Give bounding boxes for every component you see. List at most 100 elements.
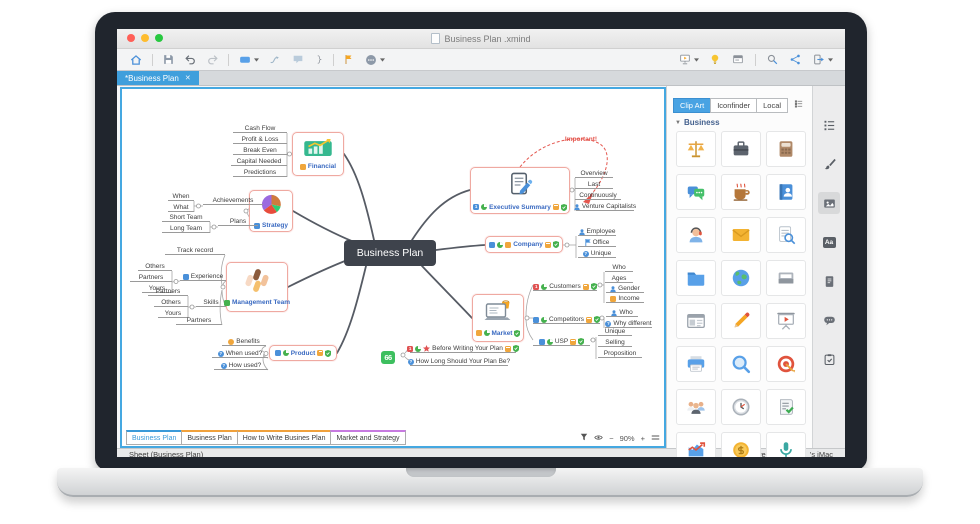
clipart-dollar-coin[interactable] <box>721 432 761 457</box>
topic-fl2[interactable]: ?How Long Should Your Plan Be? <box>407 355 510 366</box>
topic-f3[interactable]: Break Even <box>233 144 287 155</box>
topic-m_p3[interactable]: Partners <box>176 314 222 325</box>
close-window-button[interactable] <box>127 34 135 42</box>
panel-outline-icon[interactable] <box>818 114 840 136</box>
clipart-globe[interactable] <box>721 260 761 296</box>
sheet-tab-1[interactable]: Business Plan <box>181 430 238 445</box>
topic-imp[interactable]: Important! <box>558 135 604 144</box>
show-hide-icon[interactable] <box>594 434 603 443</box>
topic-u1[interactable]: Unique <box>598 326 632 336</box>
zoom-window-button[interactable] <box>155 34 163 42</box>
clipart-calculator[interactable] <box>766 131 806 167</box>
topic-m_y2[interactable]: Yours <box>158 307 188 318</box>
topic-m_exp[interactable]: Experience <box>180 270 226 281</box>
topic-s_when[interactable]: When <box>168 190 194 201</box>
topic-f5[interactable]: Predictions <box>233 166 287 177</box>
topic-s_ach[interactable]: Achievements <box>203 194 263 205</box>
minimize-window-button[interactable] <box>141 34 149 42</box>
clipart-team[interactable] <box>676 389 716 425</box>
clipart-checklist[interactable] <box>766 389 806 425</box>
topic-product[interactable]: Product <box>269 345 337 361</box>
clipart-folder[interactable] <box>676 260 716 296</box>
undo-icon[interactable] <box>184 53 197 66</box>
topic-c1[interactable]: Employee <box>578 225 616 236</box>
sheet-tab-2[interactable]: How to Write Busines Plan <box>236 430 332 445</box>
topic-m_y1[interactable]: Yours <box>142 282 172 293</box>
relationship-icon[interactable] <box>268 53 282 66</box>
home-icon[interactable] <box>129 53 143 67</box>
panel-tasks-icon[interactable] <box>818 348 840 370</box>
topic-pr3[interactable]: ?How used? <box>214 359 268 370</box>
clipart-contacts[interactable] <box>766 174 806 210</box>
topic-m_skills[interactable]: Skills <box>196 296 226 307</box>
clipart-coffee[interactable] <box>721 174 761 210</box>
clipart-webpage[interactable] <box>676 303 716 339</box>
callout-icon[interactable] <box>291 53 305 66</box>
topic-root[interactable]: Business Plan <box>344 240 436 266</box>
topic-w2[interactable]: Ages <box>605 273 633 283</box>
sheet-tab-3[interactable]: Market and Strategy <box>330 430 406 445</box>
sidebar-tab-local[interactable]: Local <box>756 97 789 113</box>
topic-m_p2[interactable]: Partners <box>148 285 188 296</box>
panel-comments-icon[interactable] <box>818 309 840 331</box>
share-icon[interactable] <box>789 53 802 66</box>
sidebar-group-business[interactable]: ▼ Business <box>675 118 804 127</box>
topic-cp2[interactable]: ?Why different <box>605 318 652 328</box>
idea-icon[interactable] <box>709 53 721 66</box>
topic-pr1[interactable]: Benefits <box>222 335 266 346</box>
panel-notes-icon[interactable] <box>818 270 840 292</box>
panel-fonts-icon[interactable]: Aa <box>818 231 840 253</box>
topic-financial[interactable]: Financial <box>292 132 344 176</box>
topic-mk_usp[interactable]: USP <box>533 334 590 346</box>
topic-quote[interactable]: 66 <box>381 351 395 364</box>
topic-s_st[interactable]: Short Team <box>162 211 210 222</box>
topic-market[interactable]: Market <box>472 294 524 342</box>
presentation-icon[interactable] <box>678 53 699 66</box>
topic-m_p1[interactable]: Partners <box>130 271 172 282</box>
topic-w1[interactable]: Who <box>605 262 633 272</box>
topic-e3[interactable]: Continuously <box>575 189 621 200</box>
clipart-microphone[interactable] <box>766 432 806 457</box>
save-icon[interactable] <box>162 53 175 66</box>
clipart-support[interactable] <box>676 217 716 253</box>
topic-m_o2[interactable]: Others <box>154 296 188 307</box>
clipart-inbox[interactable] <box>766 260 806 296</box>
clipart-presentation-board[interactable] <box>766 303 806 339</box>
sheet-tab-0[interactable]: Business Plan <box>126 430 183 445</box>
topic-company[interactable]: Company <box>485 236 563 253</box>
fit-map-icon[interactable] <box>651 434 660 443</box>
zoom-out-button[interactable]: − <box>609 433 614 443</box>
topic-m_o1[interactable]: Others <box>138 260 172 271</box>
flag-icon[interactable] <box>343 53 355 66</box>
topic-w3[interactable]: Gender <box>606 283 644 293</box>
topic-e1[interactable]: Overview <box>575 167 613 178</box>
topic-f1[interactable]: Cash Flow <box>233 122 287 133</box>
topic-shape-icon[interactable] <box>238 53 259 66</box>
clipart-scales[interactable] <box>676 131 716 167</box>
sidebar-menu-icon[interactable] <box>793 96 804 114</box>
topic-m_track[interactable]: Track record <box>165 244 225 255</box>
redo-icon[interactable] <box>206 53 219 66</box>
topic-e2[interactable]: Last <box>575 178 613 189</box>
topic-s_lt[interactable]: Long Team <box>162 222 210 233</box>
clipart-printer[interactable] <box>676 346 716 382</box>
topic-u3[interactable]: Proposition <box>598 348 642 358</box>
sidebar-tab-clip-art[interactable]: Clip Art <box>673 97 712 113</box>
filter-icon[interactable] <box>580 433 588 443</box>
zoom-level[interactable]: 90% <box>619 433 635 443</box>
topic-mgmt[interactable]: Management Team <box>223 262 290 312</box>
clipart-briefcase[interactable] <box>721 131 761 167</box>
topic-e4[interactable]: Venture Capitalists <box>574 200 636 211</box>
topic-c3[interactable]: ?Unique <box>578 247 616 258</box>
close-tab-icon[interactable]: ✕ <box>184 75 191 82</box>
clipart-growth-chart[interactable] <box>676 432 716 457</box>
export-icon[interactable] <box>812 53 833 66</box>
clipart-clock[interactable] <box>721 389 761 425</box>
clipart-magnifier[interactable] <box>721 346 761 382</box>
topic-f4[interactable]: Capital Needed <box>231 155 287 166</box>
summary-icon[interactable] <box>314 53 324 66</box>
